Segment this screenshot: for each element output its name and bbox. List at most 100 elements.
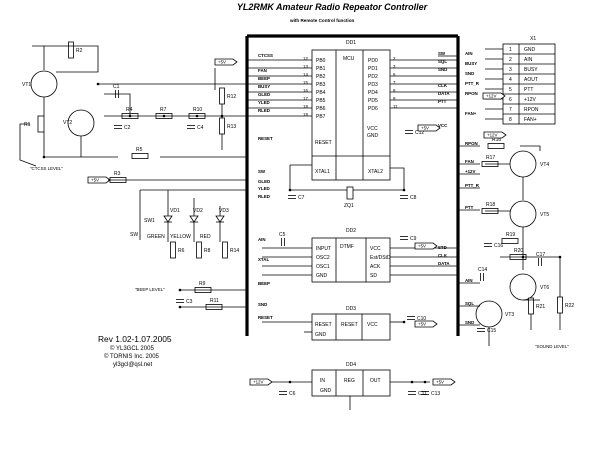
wire xyxy=(520,145,541,151)
dd1-pin-pb4: PB4 xyxy=(316,90,326,96)
net-ctcss: CTCSS xyxy=(258,53,273,58)
email: yl3gcl@qsl.net xyxy=(113,362,153,368)
r8-symbol xyxy=(196,241,202,259)
dd1-pin-pd6: PD6 xyxy=(368,106,378,112)
dd1-pin-pd3: PD3 xyxy=(368,82,378,88)
dd1-pin-num: 18 xyxy=(303,104,308,109)
beep-level-label: "BEEP LEVEL" xyxy=(135,287,165,292)
r5-symbol xyxy=(131,153,149,159)
net-sql: SQL xyxy=(438,59,447,64)
power-label xyxy=(87,176,111,184)
x1-pin-num: 7 xyxy=(509,107,512,113)
r20-label: R20 xyxy=(514,248,523,254)
wire xyxy=(104,93,131,116)
net-yled: YLED xyxy=(258,100,270,105)
right-net-label: PTT_R xyxy=(465,183,480,188)
revision-text: Rev 1.02-1.07.2005 xyxy=(98,334,172,344)
net-ain: AIN xyxy=(258,237,266,242)
vt4-label: VT4 xyxy=(540,162,549,168)
led-2-symbol xyxy=(189,215,199,223)
right-net-label: +12V xyxy=(465,169,475,174)
r18-label: R18 xyxy=(486,202,495,208)
dd1-pin-num: 17 xyxy=(303,96,308,101)
c14-label: C14 xyxy=(478,267,487,273)
vt4-symbol xyxy=(509,150,537,178)
c16-label: C16 xyxy=(494,243,503,249)
net-beep: BEEP xyxy=(258,76,270,81)
dd1-pin-pd0: PD0 xyxy=(368,58,378,64)
x1-net-ain: AIN xyxy=(465,51,473,56)
junction xyxy=(402,320,406,324)
dd4-regulator: DD4 IN REG OUT GND xyxy=(262,362,430,410)
junction xyxy=(42,155,46,159)
x1-pin-num: 4 xyxy=(509,77,512,83)
power-text: +5V xyxy=(218,60,226,65)
junction xyxy=(220,114,224,118)
dd1-pin-pd2: PD2 xyxy=(368,74,378,80)
junction xyxy=(288,380,292,384)
wire xyxy=(500,256,561,297)
title: YL2RMK Amateur Radio Repeator Controller xyxy=(236,2,428,12)
leds: SW SW1 GREEN YELLOW RED VD1 VD2 VD3 xyxy=(130,208,229,240)
x1-pin-num: 8 xyxy=(509,117,512,123)
net-busy: BUSY xyxy=(258,84,270,89)
r3-label: R3 xyxy=(114,171,121,177)
junction xyxy=(178,288,182,292)
zq1-label: ZQ1 xyxy=(344,203,354,209)
dd1-pin-num: 19 xyxy=(303,112,308,117)
c13-label: C13 xyxy=(431,391,440,397)
net-yled: YLED xyxy=(258,186,270,191)
power-label xyxy=(417,124,441,132)
yellow-label: YELLOW xyxy=(170,234,191,240)
net-std: STD xyxy=(438,245,447,250)
dd4-in: IN xyxy=(320,378,325,384)
left-section: VT1 VT2 R1 "CTCSS LEVEL" "BEEP LEVEL" "S… xyxy=(22,70,569,349)
power-label xyxy=(249,378,273,386)
r11-label: R11 xyxy=(210,298,219,304)
dd1-pin-pb6: PB6 xyxy=(316,106,326,112)
dd1-pin-num: 7 xyxy=(393,80,396,85)
r6-label: R6 xyxy=(178,248,185,254)
dd1-xtal1: XTAL1 xyxy=(315,169,330,175)
dd4-gnd: GND xyxy=(320,388,332,394)
c8-label: C8 xyxy=(410,195,417,201)
r22-label: R22 xyxy=(565,303,574,309)
junction xyxy=(558,255,562,259)
junction xyxy=(195,114,199,118)
wire xyxy=(32,45,99,73)
x1-pin-rpon: RPON xyxy=(524,107,539,113)
dd1-pin-pb7: PB7 xyxy=(316,114,326,120)
c1-label: C1 xyxy=(113,84,120,90)
dd2-pin-osc1: OSC1 xyxy=(316,264,330,270)
dd1-mcu: DD1 MCU PB012PB113PB214PB315PB416PB517PB… xyxy=(247,40,458,181)
right-net-label: AIN xyxy=(465,278,473,283)
r21-label: R21 xyxy=(536,304,545,310)
dd1-pin-pb3: PB3 xyxy=(316,82,326,88)
dd2-pin-osc2: OSC2 xyxy=(316,255,330,261)
dd2-dtmf-label: DTMF xyxy=(340,244,354,250)
x1-net-busy: BUSY xyxy=(465,61,477,66)
power-label xyxy=(414,242,438,250)
junction xyxy=(402,188,406,192)
net-clk: CLK xyxy=(438,83,448,88)
dd1-pin-num: 16 xyxy=(303,88,308,93)
r4-label: R4 xyxy=(126,107,133,113)
dd3-ref: DD3 xyxy=(346,306,356,312)
x1-pin-gnd: GND xyxy=(524,47,536,53)
r16-symbol xyxy=(487,143,505,149)
r8-label: R8 xyxy=(204,248,211,254)
x1-ref: X1 xyxy=(530,36,536,42)
r12-symbol xyxy=(219,87,225,105)
x1-pin-num: 3 xyxy=(509,67,512,73)
net-sw: SW xyxy=(438,51,446,56)
dd1-gnd: GND xyxy=(367,133,379,139)
r14-label: R14 xyxy=(230,248,239,254)
x1-net-snd: SND xyxy=(465,71,474,76)
net-beep: BEEP xyxy=(258,281,270,286)
x1-pin-aout: AOUT xyxy=(524,77,538,83)
sound-level-label: "SOUND LEVEL" xyxy=(535,344,569,349)
dd2-pin-vcc: VCC xyxy=(370,246,381,252)
net-gled: GLED xyxy=(258,92,270,97)
